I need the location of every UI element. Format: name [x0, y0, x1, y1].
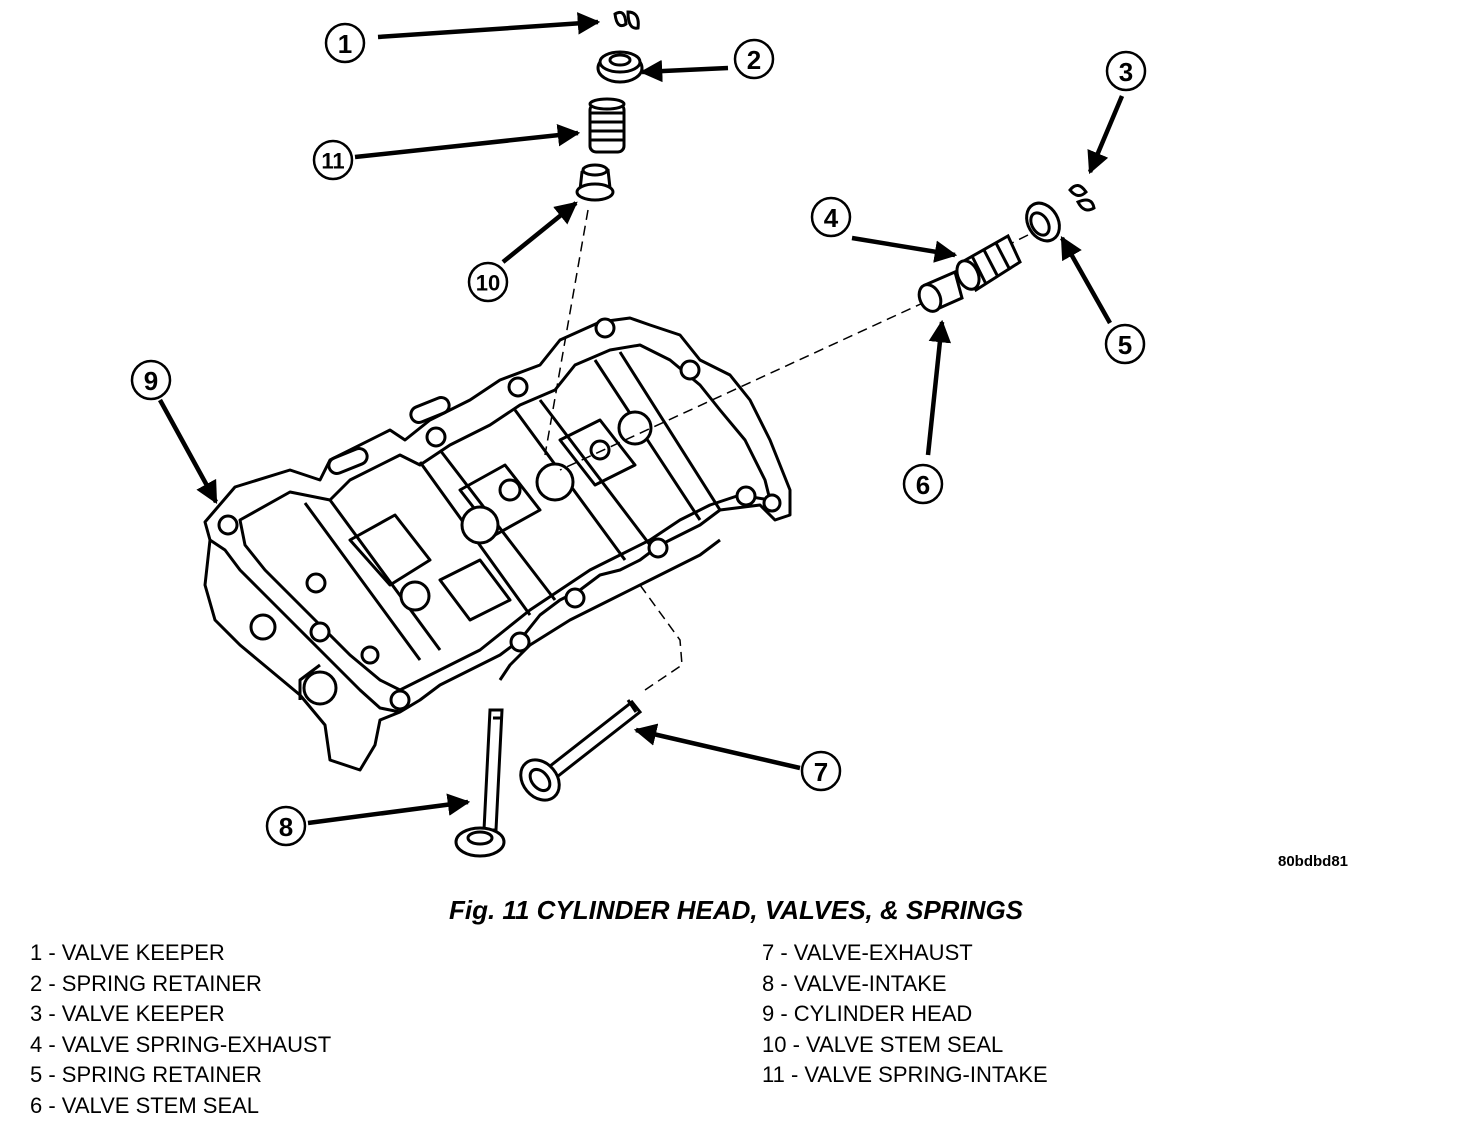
callout-7: 7: [814, 757, 828, 787]
legend-item: 8 - VALVE-INTAKE: [762, 970, 947, 996]
callout-1: 1: [338, 29, 352, 59]
valve-keeper-exhaust: [1068, 184, 1096, 212]
valve-spring-exhaust: [955, 233, 1022, 293]
leader-arrows: [158, 12, 1125, 826]
valve-stem-seal-exhaust: [917, 269, 964, 313]
arrow-1: [377, 12, 601, 40]
legend-item: 2 - SPRING RETAINER: [30, 970, 262, 996]
legend-item: 4 - VALVE SPRING-EXHAUST: [30, 1031, 332, 1057]
arrow-3: [1087, 95, 1125, 175]
valve-spring-intake: [588, 97, 626, 154]
valve-intake: [454, 708, 506, 858]
legend-item: 1 - VALVE KEEPER: [30, 940, 225, 965]
cylinder-head-bolt-bosses: [217, 317, 782, 711]
legend-right-column: 7 - VALVE-EXHAUST 8 - VALVE-INTAKE 9 - C…: [762, 938, 1048, 1091]
legend-item: 5 - SPRING RETAINER: [30, 1062, 262, 1088]
legend-left-column: 1 - VALVE KEEPER 2 - SPRING RETAINER 3 -…: [30, 938, 331, 1122]
legend-item: 9 - CYLINDER HEAD: [762, 1001, 973, 1027]
legend-item: 7 - VALVE-EXHAUST: [762, 940, 973, 965]
arrow-2: [639, 59, 729, 83]
callout-11: 11: [321, 149, 344, 174]
arrow-5: [1060, 236, 1112, 325]
cylinder-head: [203, 316, 792, 772]
spring-retainer-intake: [596, 50, 644, 84]
arrow-8: [307, 793, 471, 826]
callout-3: 3: [1119, 57, 1133, 87]
exploded-diagram: 1 2 3 4 5 6 7 8 9 10 11: [130, 10, 1147, 858]
valve-keeper-intake: [613, 10, 640, 30]
callout-5: 5: [1118, 330, 1132, 360]
legend-item: 6 - VALVE STEM SEAL: [30, 1092, 260, 1118]
callout-8: 8: [279, 812, 293, 842]
arrow-9: [158, 398, 218, 504]
callout-10: 10: [476, 271, 500, 296]
arrow-6: [925, 319, 952, 456]
figure-caption: Fig. 11 CYLINDER HEAD, VALVES, & SPRINGS: [448, 895, 1024, 925]
legend-item: 10 - VALVE STEM SEAL: [762, 1031, 1004, 1057]
spring-retainer-exhaust: [1025, 201, 1061, 243]
arrow-7: [633, 723, 801, 771]
callout-circles: [130, 22, 1147, 847]
arrow-4: [851, 235, 958, 263]
callout-6: 6: [916, 470, 930, 500]
valve-stem-seal-intake: [575, 163, 615, 202]
callout-4: 4: [824, 203, 839, 233]
valve-exhaust: [519, 699, 643, 802]
arrow-11: [354, 123, 581, 160]
legend-item: 11 - VALVE SPRING-INTAKE: [762, 1062, 1048, 1088]
callout-2: 2: [747, 45, 761, 75]
figure-id: 80bdbd81: [1278, 853, 1349, 870]
legend-item: 3 - VALVE KEEPER: [30, 1001, 225, 1027]
arrow-10: [501, 201, 578, 264]
callout-9: 9: [144, 366, 158, 396]
